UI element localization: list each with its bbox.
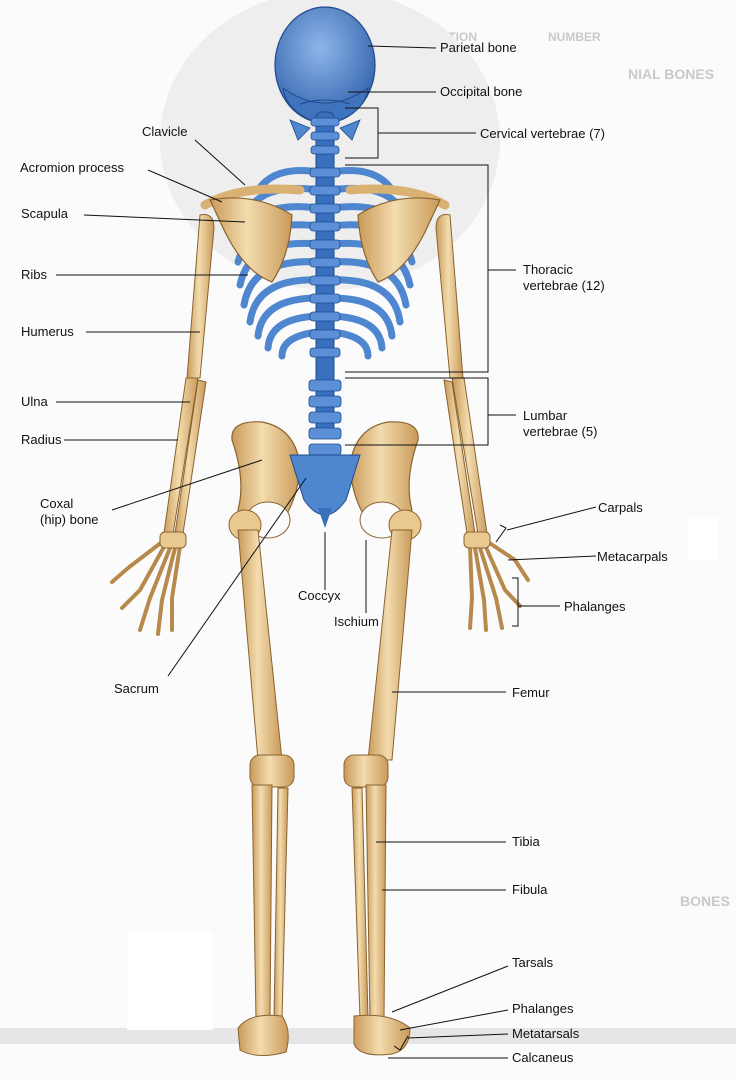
label-occipital-bone: Occipital bone (440, 84, 523, 99)
label-tibia: Tibia (512, 834, 540, 849)
vertebral-column (308, 111, 342, 456)
label-scapula: Scapula (21, 206, 68, 221)
label-phalanges-hand: Phalanges (564, 599, 626, 614)
label-radius: Radius (21, 432, 62, 447)
label-thoracic-vertebrae: Thoracic vertebrae (12) (523, 262, 605, 294)
label-cervical-vertebrae: Cervical vertebrae (7) (480, 126, 605, 141)
label-thoracic-line1: Thoracic (523, 262, 573, 277)
feet (237, 1014, 411, 1056)
bg-cranial-heading: NIAL BONES (628, 66, 715, 82)
label-femur: Femur (512, 685, 550, 700)
label-parietal-bone: Parietal bone (440, 40, 517, 55)
label-fibula: Fibula (512, 882, 548, 897)
shoulder-girdle (200, 184, 450, 283)
label-ischium: Ischium (334, 614, 379, 629)
skull (274, 6, 376, 141)
label-coxal-line2: (hip) bone (40, 512, 99, 527)
label-ulna: Ulna (21, 394, 48, 409)
label-lumbar-line1: Lumbar (523, 408, 568, 423)
label-metatarsals: Metatarsals (512, 1026, 580, 1041)
label-calcaneus: Calcaneus (512, 1050, 574, 1065)
right-wrist (463, 531, 491, 549)
label-ribs: Ribs (21, 267, 48, 282)
bg-facial-heading: BONES (680, 893, 730, 909)
legs (228, 509, 422, 1021)
label-humerus: Humerus (21, 324, 74, 339)
label-lumbar-line2: vertebrae (5) (523, 424, 598, 439)
label-tarsals: Tarsals (512, 955, 554, 970)
label-metacarpals: Metacarpals (597, 549, 668, 564)
label-carpals: Carpals (598, 500, 643, 515)
label-lumbar-vertebrae: Lumbar vertebrae (5) (523, 408, 597, 440)
label-acromion-process: Acromion process (20, 160, 125, 175)
blank-patch-lower-left (127, 932, 213, 1030)
left-wrist (159, 531, 187, 549)
leader-lines (56, 45, 597, 1059)
bg-col-number: NUMBER (548, 30, 601, 44)
blank-patch-right (688, 518, 718, 560)
label-clavicle: Clavicle (142, 124, 188, 139)
label-coccyx: Coccyx (298, 588, 341, 603)
label-sacrum: Sacrum (114, 681, 159, 696)
label-thoracic-line2: vertebrae (12) (523, 278, 605, 293)
label-phalanges-foot: Phalanges (512, 1001, 574, 1016)
label-coxal-line1: Coxal (40, 496, 74, 511)
label-coxal-bone: Coxal (hip) bone (40, 496, 99, 528)
